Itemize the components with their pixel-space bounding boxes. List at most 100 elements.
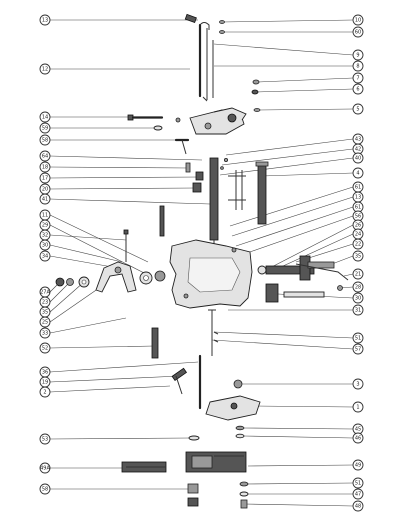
callout-ring: [39, 172, 51, 184]
leader-line-c-48: [243, 503, 354, 507]
callout-ring: [39, 433, 51, 445]
callout-number: 1: [356, 404, 359, 410]
callout-number: 45: [355, 426, 361, 432]
callout-ring: [352, 103, 364, 115]
callout-ring: [39, 150, 51, 162]
callout-c-58-b: 58: [39, 483, 51, 495]
callout-number: 4: [356, 170, 359, 176]
callout-c-34: 34: [39, 250, 51, 262]
part-center-shaft: [209, 157, 228, 250]
callout-number: 47: [355, 491, 361, 497]
callout-ring: [352, 14, 364, 26]
callout-ring: [352, 72, 364, 84]
callout-ring: [39, 327, 51, 339]
callout-number: 27A: [40, 289, 50, 295]
callout-number: 11: [42, 212, 48, 218]
leader-line-c-46: [243, 435, 354, 439]
leader-line-c-18: [49, 166, 189, 169]
leader-line-c-43: [225, 138, 354, 156]
callout-number: 33: [42, 330, 48, 336]
callout-ring: [39, 63, 51, 75]
callout-c-46: 46: [352, 432, 364, 444]
part-upper-bracket: [189, 107, 247, 135]
callout-ring: [352, 281, 364, 293]
leader-line-c-52: [49, 345, 155, 349]
leader-line-c-30: [49, 244, 123, 263]
callout-number: 48: [355, 503, 361, 509]
callout-ring: [352, 60, 364, 72]
callout-ring: [352, 343, 364, 355]
callout-c-43: 43: [352, 133, 364, 145]
callout-ring: [352, 83, 364, 95]
callout-c-42: 42: [352, 143, 364, 155]
callout-number: 41: [42, 196, 48, 202]
callout-number: 51: [355, 335, 361, 341]
leader-line-c-61: [229, 186, 354, 227]
callout-c-8: 8: [352, 60, 364, 72]
callout-ring: [352, 268, 364, 280]
callout-number: 7: [356, 75, 359, 81]
callout-c-32: 32: [39, 229, 51, 241]
callout-ring: [352, 304, 364, 316]
callout-number: 17: [42, 175, 48, 181]
callout-c-23: 23: [39, 296, 51, 308]
callout-number: 5: [356, 106, 359, 112]
callout-c-49: 49: [352, 459, 364, 471]
callout-c-6: 6: [352, 83, 364, 95]
callout-number: 58: [42, 486, 48, 492]
callout-ring: [39, 122, 51, 134]
callout-number: 58: [42, 137, 48, 143]
callout-ring: [352, 401, 364, 413]
part-washers-left: [55, 276, 90, 288]
callout-number: 49: [355, 462, 361, 468]
callout-number: 10: [355, 17, 361, 23]
callout-number: 22: [355, 241, 361, 247]
callout-number: 59: [42, 125, 48, 131]
callout-c-7: 7: [352, 72, 364, 84]
leader-line-c-33: [49, 317, 127, 334]
part-pin-52: [151, 327, 159, 359]
leader-line-c-49: [247, 464, 354, 467]
callout-number: 12: [42, 66, 48, 72]
callout-number: 19: [42, 379, 48, 385]
callout-c-17: 17: [39, 172, 51, 184]
part-bolt-32: [123, 229, 129, 262]
callout-c-53: 53: [39, 433, 51, 445]
leader-line-c-29: [49, 224, 151, 277]
callout-ring: [352, 378, 364, 390]
leader-line-c-20: [49, 187, 197, 190]
callout-c-27a: 27A: [39, 286, 50, 298]
callout-c-51: 51: [352, 332, 364, 344]
part-block-49: [185, 451, 247, 473]
leader-line-c-23: [49, 281, 71, 303]
callout-c-10: 10: [352, 14, 364, 26]
leader-line-c-21: [343, 273, 354, 277]
parts-artwork: [55, 13, 349, 509]
callout-c-48: 48: [352, 500, 364, 512]
callout-c-30-b: 30: [352, 292, 364, 304]
callout-c-57: 57: [352, 343, 364, 355]
part-washer-29: [139, 270, 166, 285]
leader-lines: [49, 19, 354, 507]
callout-number: 43: [355, 136, 361, 142]
callout-labels: 13121459586418172041112932303427A2335253…: [39, 14, 364, 512]
callout-number: 28: [355, 284, 361, 290]
leader-line-c-61-b: [235, 206, 354, 247]
callout-c-13-a: 13: [39, 14, 51, 26]
leader-line-c-4: [261, 172, 354, 177]
callout-number: 9: [356, 52, 359, 58]
callout-number: 30: [42, 242, 48, 248]
callout-c-4: 4: [352, 167, 364, 179]
callout-ring: [39, 462, 51, 474]
callout-number: 36: [42, 369, 48, 375]
callout-number: 61: [355, 204, 361, 210]
callout-c-21: 21: [352, 268, 364, 280]
callout-ring: [39, 239, 51, 251]
leader-line-c-9: [213, 43, 354, 56]
part-handle-58: [174, 138, 190, 155]
callout-c-33: 33: [39, 327, 51, 339]
callout-c-35-b: 35: [352, 250, 364, 262]
callout-ring: [352, 459, 364, 471]
callout-c-52: 52: [39, 342, 51, 354]
